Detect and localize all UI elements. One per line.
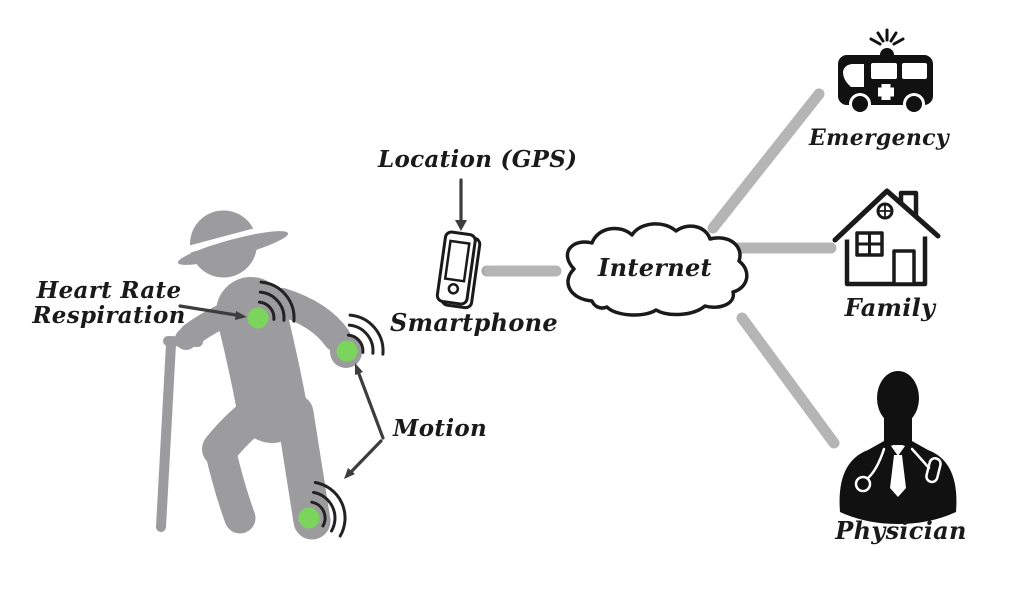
shoulder-sensor-dot xyxy=(247,307,269,329)
elderly-person-with-cane-icon xyxy=(156,210,362,540)
heart-rate-arrow xyxy=(178,304,247,320)
internet-cloud-icon xyxy=(565,222,749,317)
heart-rate-line: Heart Rate xyxy=(36,277,182,304)
hat-icon xyxy=(174,218,292,265)
physician-label: Physician xyxy=(835,516,967,545)
emergency-label: Emergency xyxy=(809,125,949,151)
house-icon xyxy=(832,188,941,287)
heart-rate-respiration-label: Heart Rate Respiration xyxy=(20,278,198,329)
siren-light-icon xyxy=(869,28,905,55)
ankle-sensor-dot xyxy=(298,507,320,529)
door-icon xyxy=(892,249,916,286)
stethoscope-icon xyxy=(854,447,942,493)
physician-silhouette-icon xyxy=(839,371,957,524)
motion-to-wrist-arrow xyxy=(355,363,385,440)
medical-cross-icon xyxy=(878,84,894,100)
annotation-arrows xyxy=(178,178,467,479)
motion-to-ankle-arrow xyxy=(344,439,383,479)
tie-icon xyxy=(890,446,906,497)
cloud-to-emergency-link xyxy=(707,88,825,234)
internet-label: Internet xyxy=(598,253,712,282)
location-gps-label: Location (GPS) xyxy=(378,146,578,173)
ambulance-icon xyxy=(838,28,933,115)
network-connectors xyxy=(481,88,840,449)
cane-icon xyxy=(156,336,203,532)
location-arrow xyxy=(455,178,467,231)
respiration-line: Respiration xyxy=(32,302,186,330)
motion-label: Motion xyxy=(393,415,488,442)
wireless-signal-arcs xyxy=(257,280,385,538)
wrist-sensor-dot xyxy=(336,340,358,362)
smartphone-icon xyxy=(435,230,482,310)
cloud-to-physician-link xyxy=(736,312,840,449)
family-label: Family xyxy=(844,293,936,322)
smartphone-label: Smartphone xyxy=(390,308,558,337)
